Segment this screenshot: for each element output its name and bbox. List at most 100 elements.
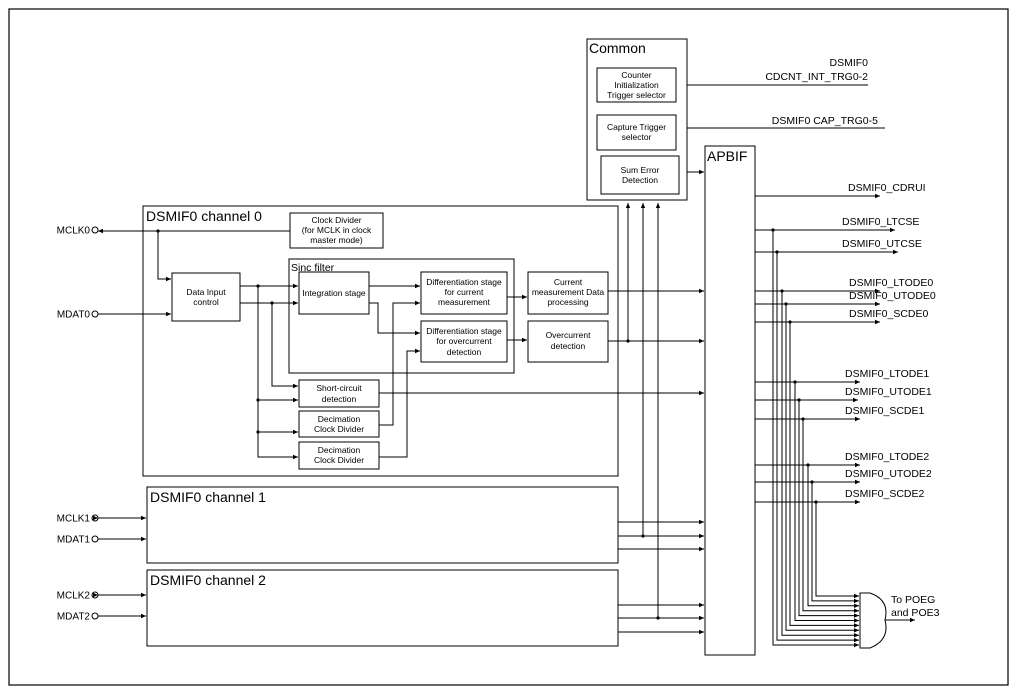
label: Current [554, 277, 583, 287]
label: Counter [621, 70, 651, 80]
pin-terminal-icon [91, 514, 99, 522]
label: processing [547, 297, 588, 307]
pin-terminal-icon [91, 535, 99, 543]
label: Decimation [318, 445, 361, 455]
wire [776, 252, 859, 643]
sinc-filter-title: Sinc filter [291, 262, 335, 274]
input-cap-label: DSMIF0 CAP_TRG0-5 [772, 115, 878, 127]
wire [157, 231, 171, 282]
junction-dot [656, 616, 660, 620]
channel-0-title: DSMIF0 channel 0 [146, 208, 262, 224]
pin-terminal-icon [91, 591, 99, 599]
wire [781, 291, 859, 638]
output-signal-labels: DSMIF0_CDRUIDSMIF0_LTCSEDSMIF0_UTCSEDSMI… [842, 182, 936, 500]
output-signal-label: DSMIF0_UTCSE [842, 238, 922, 250]
label: Data Input [186, 287, 226, 297]
integration-stage [298, 271, 370, 315]
label: Trigger selector [607, 90, 666, 100]
label: Short-circuit [316, 383, 362, 393]
junction-dot [256, 398, 260, 402]
label: detection [322, 394, 357, 404]
output-signal-label: DSMIF0_UTODE1 [845, 386, 932, 398]
output-signal-label: DSMIF0_LTODE0 [849, 277, 933, 289]
overcurrent-detection [527, 320, 609, 363]
pin-label: MDAT2 [57, 612, 91, 623]
output-signal-label: DSMIF0_UTODE0 [849, 290, 936, 302]
wire [271, 303, 298, 389]
output-signal-label: DSMIF0_SCDE1 [845, 405, 925, 417]
short-circuit-detection [298, 379, 380, 408]
label: Detection [622, 175, 658, 185]
wire [785, 304, 859, 633]
label: Integration stage [302, 288, 366, 298]
label: Capture Trigger [607, 122, 666, 132]
input-cdcnt-label: DSMIF0 [829, 57, 868, 69]
wire [794, 382, 859, 623]
common-block: Common Counter Initialization Trigger se… [586, 38, 688, 201]
pin-terminal-icon [91, 310, 99, 318]
data-input-control [171, 272, 241, 322]
pin-label: MCLK2 [57, 591, 91, 602]
capture-trigger-selector [596, 114, 677, 151]
wire [811, 482, 859, 604]
apbif-title: APBIF [707, 148, 747, 164]
wire [802, 419, 859, 613]
counter-init-trigger-selector [596, 67, 677, 103]
channel-1-title: DSMIF0 channel 1 [150, 489, 266, 505]
pin-label: MCLK0 [57, 226, 91, 237]
wire [379, 348, 420, 458]
wire [379, 300, 420, 426]
or-gate [859, 592, 887, 649]
output-signal-label: DSMIF0_SCDE2 [845, 488, 925, 500]
output-signal-label: DSMIF0_LTODE1 [845, 368, 929, 380]
channel-0-block: DSMIF0 channel 0 Clock Divider (for MCLK… [142, 205, 619, 477]
wire [369, 302, 420, 336]
pin-terminal-icon [91, 612, 99, 620]
output-signal-label: DSMIF0_SCDE0 [849, 308, 929, 320]
label: Clock Divider [314, 455, 364, 465]
output-signal-label: DSMIF0_LTCSE [842, 216, 919, 228]
junction-dot [641, 534, 645, 538]
label: control [193, 297, 219, 307]
label: Differentiation stage [426, 277, 502, 287]
wire [798, 400, 859, 618]
current-measurement-processing [527, 271, 609, 315]
clock-divider [289, 212, 384, 249]
label: detection [447, 347, 482, 357]
decimation-clock-divider-1 [298, 410, 380, 438]
label: for overcurrent [436, 336, 492, 346]
common-title: Common [589, 40, 646, 56]
label: Initialization [614, 80, 659, 90]
junction-dot [256, 430, 260, 434]
wire [257, 286, 298, 460]
pin-label: MCLK1 [57, 514, 91, 525]
or-output-label: To POEG [891, 594, 935, 606]
wire [807, 465, 859, 608]
wire [815, 502, 859, 599]
input-cdcnt-label: CDCNT_INT_TRG0-2 [765, 71, 868, 83]
channel-2-block [146, 569, 619, 647]
channel-2-title: DSMIF0 channel 2 [150, 572, 266, 588]
pin-terminal-icon [91, 226, 99, 234]
pin-label: MDAT0 [57, 310, 91, 321]
sum-error-detection [600, 155, 680, 195]
sinc-filter [288, 258, 515, 374]
label: Decimation [318, 414, 361, 424]
wire [772, 230, 859, 648]
label: measurement Data [532, 287, 605, 297]
wires [98, 82, 915, 648]
label: Clock Divider [314, 424, 364, 434]
label: Overcurrent [546, 330, 592, 340]
pin-label: MDAT1 [57, 535, 91, 546]
or-output-label: and POE3 [891, 607, 940, 619]
label: Differentiation stage [426, 326, 502, 336]
diff-stage-overcurrent [420, 320, 508, 363]
label: measurement [438, 297, 491, 307]
output-signal-label: DSMIF0_UTODE2 [845, 468, 932, 480]
label: detection [551, 341, 586, 351]
output-signal-label: DSMIF0_LTODE2 [845, 451, 929, 463]
channel-1-block [146, 486, 619, 564]
label: Clock Divider [311, 215, 361, 225]
label: selector [622, 132, 652, 142]
